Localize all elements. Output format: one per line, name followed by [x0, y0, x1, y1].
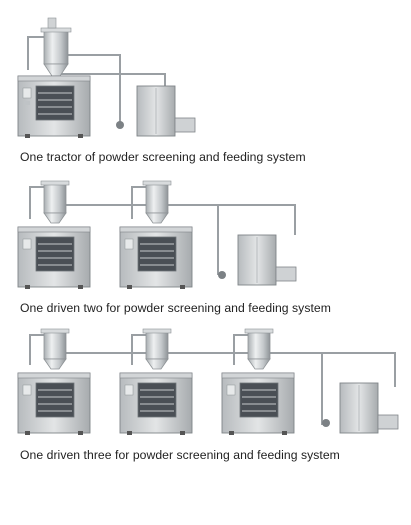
caption-three: One driven three for powder screening an… — [20, 448, 340, 462]
sieve-tower — [40, 17, 72, 77]
mixer-unit-1 — [17, 180, 91, 290]
mixer-unit-2 — [119, 328, 193, 436]
storage-cabinet — [116, 85, 196, 137]
system-diagram-three: One driven three for powder screening an… — [0, 325, 411, 470]
system-illustration — [17, 180, 297, 290]
system-illustration — [17, 17, 196, 138]
mixer-unit-3 — [221, 328, 295, 436]
system-diagram-two: One driven two for powder screening and … — [0, 175, 411, 325]
caption-two: One driven two for powder screening and … — [20, 301, 331, 315]
caption-one: One tractor of powder screening and feed… — [20, 150, 306, 164]
storage-cabinet — [218, 234, 297, 286]
mixer-unit-1 — [17, 328, 91, 436]
transfer-pipe — [29, 334, 396, 425]
storage-cabinet — [322, 382, 399, 434]
system-diagram-one: One tractor of powder screening and feed… — [0, 0, 411, 175]
transfer-pipe — [29, 186, 296, 275]
mixer-machine — [17, 75, 91, 138]
system-illustration — [17, 328, 399, 436]
mixer-unit-2 — [119, 180, 193, 290]
